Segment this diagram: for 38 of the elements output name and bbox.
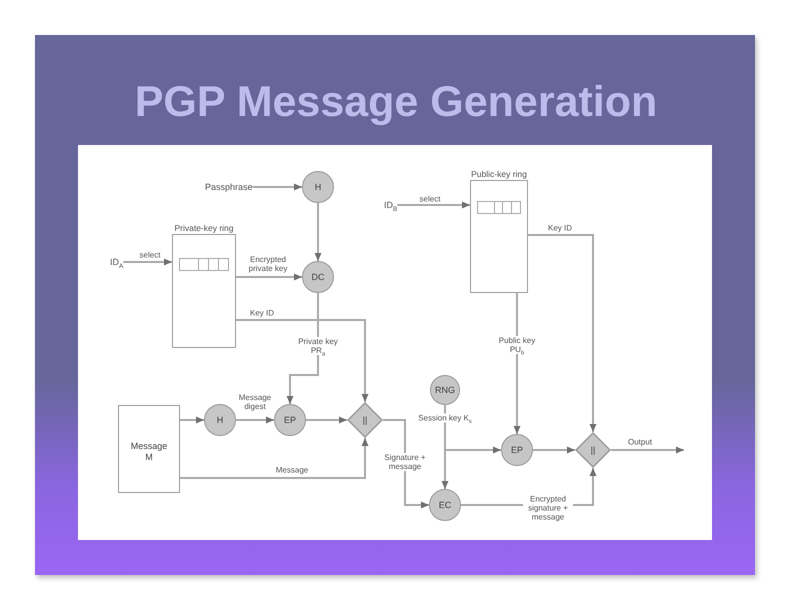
arrow: [611, 446, 684, 454]
function-label: H: [314, 182, 322, 192]
message-document: [118, 405, 180, 493]
input-label: ID$_{B}$: [384, 199, 398, 211]
arrow: [445, 446, 501, 454]
operator-label: ||: [590, 444, 596, 456]
input-label: ID$_{A}$: [110, 256, 124, 268]
arrow: [306, 416, 347, 424]
arrow: [180, 416, 204, 424]
edge-label: Message digest: [236, 393, 274, 411]
arrow: [533, 446, 575, 454]
arrow: [236, 274, 302, 280]
edge-label: Encrypted signature + message: [523, 494, 573, 522]
arrow: [236, 416, 274, 424]
concatenation-diamond: [347, 402, 383, 438]
concatenation-diamond: [575, 432, 611, 468]
table-title: Private-key ring: [174, 223, 234, 233]
function-label: RNG: [435, 384, 455, 396]
arrow: [442, 450, 448, 489]
edge-label: Private key PR$_{a}$: [296, 337, 340, 355]
function-label: EC: [438, 500, 452, 510]
arrow: [123, 258, 172, 266]
table-title: Public-key ring: [471, 169, 527, 179]
slide-title: PGP Message Generation: [134, 77, 658, 127]
operator-label: ||: [362, 414, 368, 426]
arrow: [528, 234, 596, 432]
arrow: [397, 202, 470, 208]
arrow: [383, 419, 429, 508]
function-label: EP: [510, 444, 523, 456]
function-label: H: [216, 414, 224, 426]
arrow: [252, 184, 302, 190]
document-label: Message M: [130, 441, 168, 463]
arrow: [314, 203, 322, 261]
arrow: [180, 438, 368, 479]
input-label: Passphrase: [205, 181, 253, 193]
function-label: EP: [284, 414, 296, 426]
arrow: [236, 319, 368, 402]
function-label: DC: [312, 272, 324, 282]
